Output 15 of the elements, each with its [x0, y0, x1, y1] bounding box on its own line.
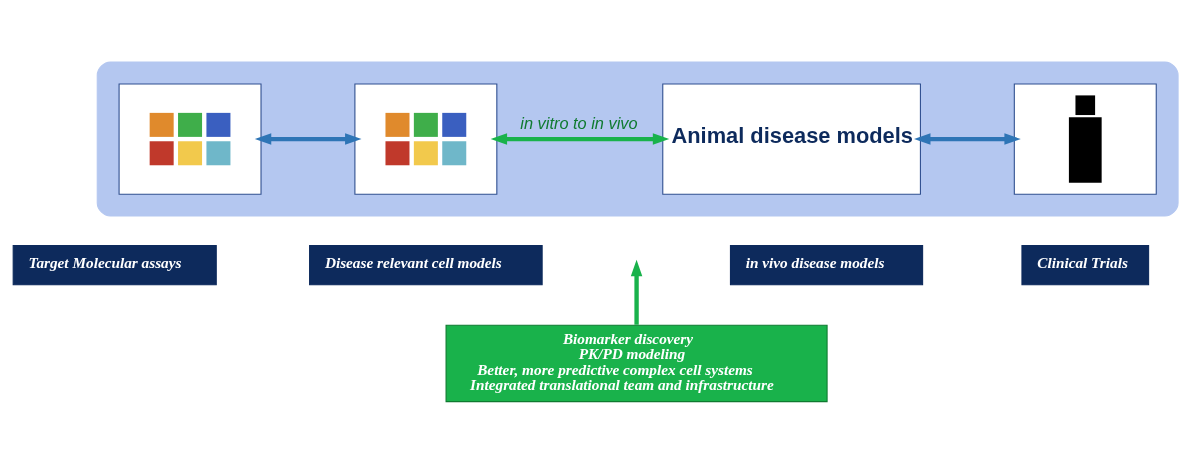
node-box: in vivo disease models [729, 244, 924, 285]
node-picture [118, 82, 262, 195]
arrow [630, 259, 643, 325]
arrow [254, 132, 362, 145]
arrow [490, 132, 670, 145]
edge-label: in vitro to in vivo [520, 113, 638, 132]
cluster [96, 61, 1179, 217]
node-box: Biomarker discovery PK/PD modeling Better, more predictive complex cell systems Integrated translational team and infrastructure [445, 324, 828, 402]
node-box: Clinical Trials [1021, 244, 1150, 285]
node-box: Disease relevant cell models [309, 244, 543, 285]
node-box: Target Molecular assays [12, 244, 217, 285]
arrow [914, 132, 1021, 145]
node-picture [354, 82, 498, 195]
node-box: Animal disease models [662, 82, 921, 195]
node-person [1013, 82, 1157, 195]
